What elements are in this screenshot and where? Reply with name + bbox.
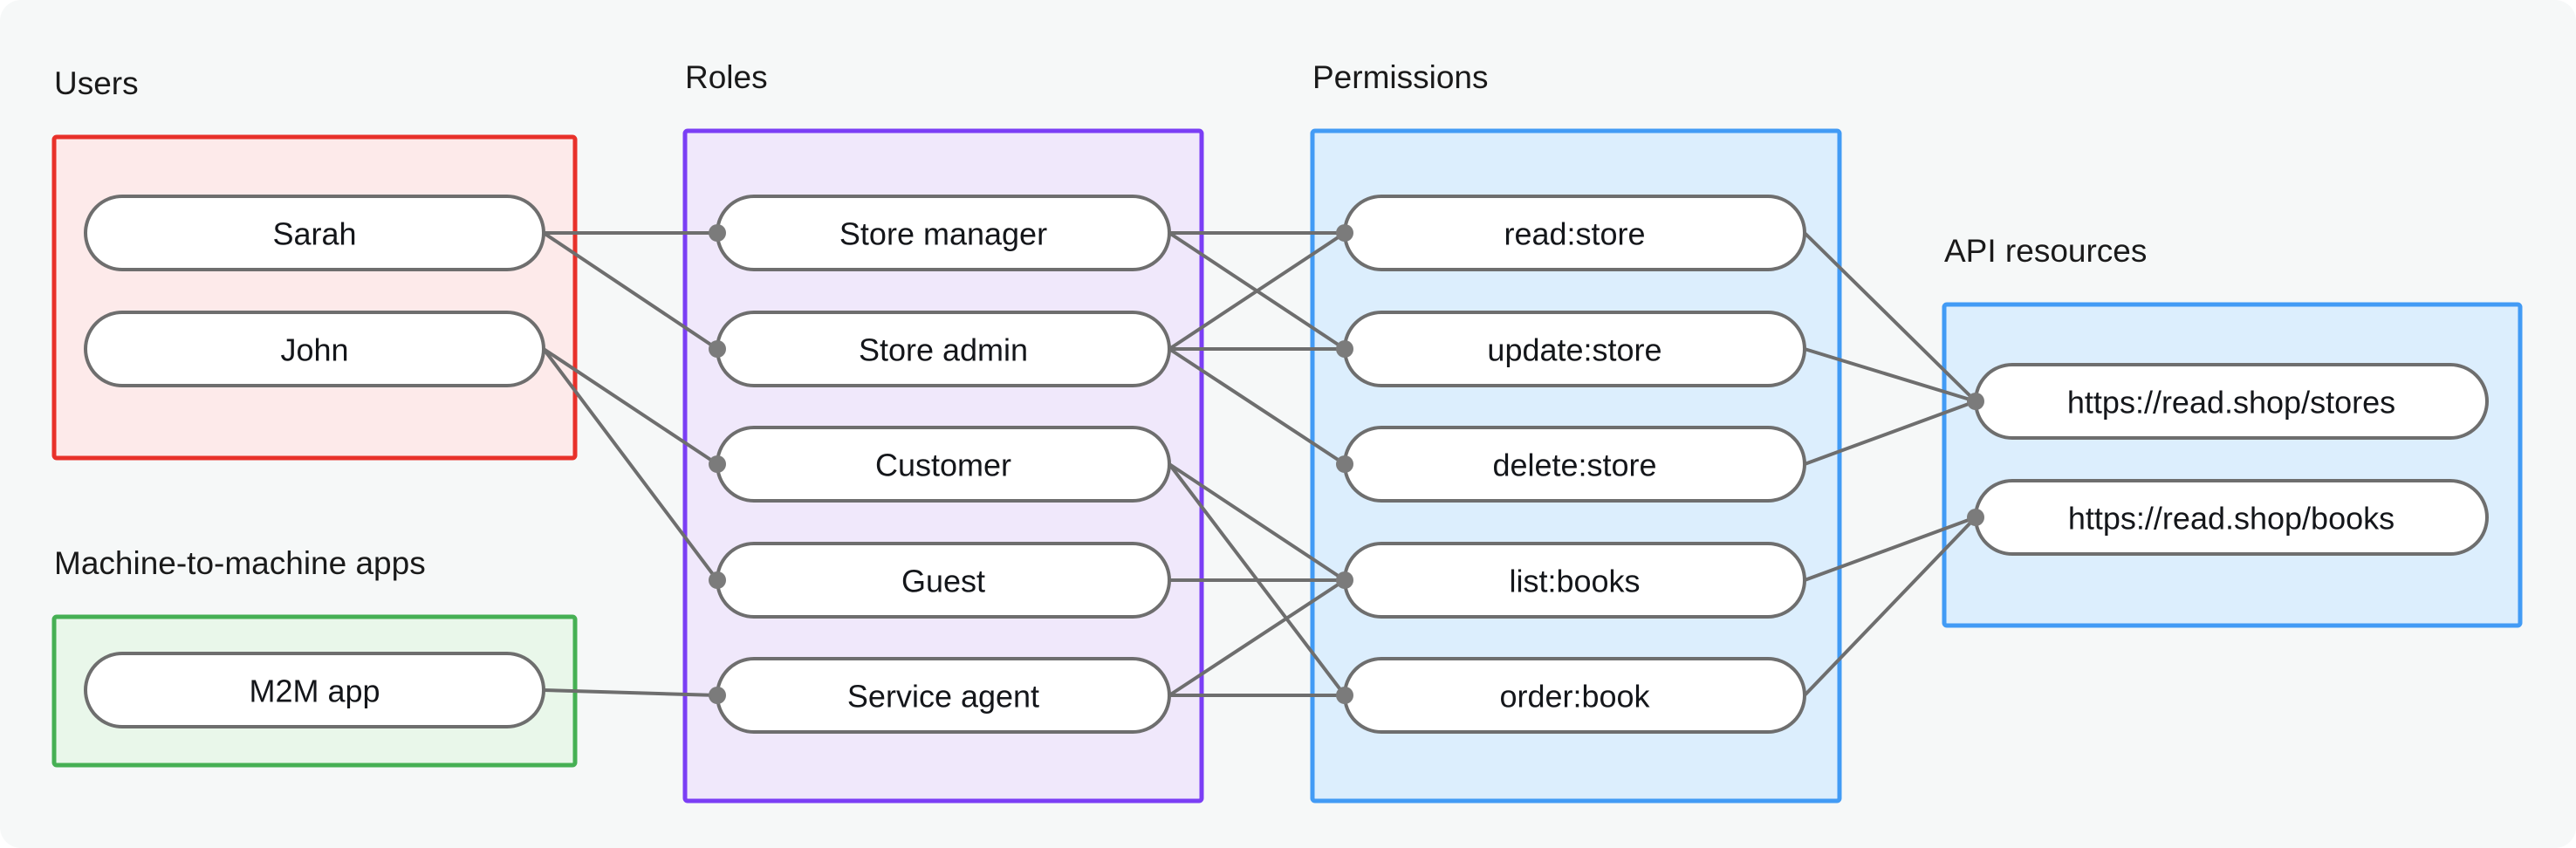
edge-sarah-to-store-admin: [542, 231, 719, 351]
port-dot-store-manager: [709, 224, 726, 242]
port-dot-list-books: [1336, 571, 1353, 589]
edge-john-to-guest: [542, 347, 719, 582]
node-label-store-manager: Store manager: [839, 216, 1047, 252]
edge-list-books-to-read-shop-books: [1804, 516, 1977, 582]
group-box-api-resources: [1942, 302, 2523, 628]
group-title-users: Users: [54, 65, 139, 101]
node-label-list-books: list:books: [1509, 564, 1640, 599]
edge-store-admin-to-delete-store: [1168, 347, 1346, 466]
port-dot-read-shop-stores: [1967, 393, 1984, 410]
node-label-read-shop-books: https://read.shop/books: [2068, 501, 2394, 537]
port-dot-service-agent: [709, 687, 726, 704]
node-m2m-app[interactable]: [84, 652, 545, 728]
edge-layer: [542, 231, 1977, 697]
edge-read-store-to-read-shop-stores: [1803, 231, 1977, 403]
edge-order-book-to-read-shop-books: [1803, 516, 1977, 697]
port-dot-guest: [709, 571, 726, 589]
port-dot-read-shop-books: [1967, 509, 1984, 526]
node-label-delete-store: delete:store: [1492, 448, 1656, 483]
port-dot-read-store: [1336, 224, 1353, 242]
port-dot-store-admin: [709, 340, 726, 358]
node-label-order-book: order:book: [1499, 679, 1650, 715]
node-label-guest: Guest: [901, 564, 985, 599]
node-label-read-store: read:store: [1504, 216, 1645, 252]
edge-m2m-app-to-service-agent: [543, 688, 718, 697]
port-layer: [709, 224, 1984, 704]
group-title-m2m: Machine-to-machine apps: [54, 545, 426, 581]
node-label-update-store: update:store: [1487, 332, 1661, 368]
node-label-john: John: [280, 332, 348, 368]
edge-update-store-to-read-shop-stores: [1804, 347, 1977, 403]
group-title-api-resources: API resources: [1944, 233, 2147, 269]
node-label-store-admin: Store admin: [859, 332, 1028, 368]
edge-delete-store-to-read-shop-stores: [1804, 400, 1977, 466]
edge-service-agent-to-list-books: [1168, 578, 1346, 697]
node-label-m2m-app: M2M app: [249, 674, 380, 709]
edge-john-to-customer: [542, 347, 719, 466]
group-title-permissions: Permissions: [1312, 59, 1489, 95]
node-sarah[interactable]: [84, 195, 545, 271]
edge-store-admin-to-read-store: [1168, 231, 1346, 351]
edge-customer-to-list-books: [1168, 462, 1346, 582]
group-box-users: [51, 134, 578, 461]
node-label-customer: Customer: [875, 448, 1011, 483]
port-dot-delete-store: [1336, 455, 1353, 473]
group-title-roles: Roles: [685, 59, 768, 95]
node-john[interactable]: [84, 311, 545, 387]
node-label-read-shop-stores: https://read.shop/stores: [2067, 385, 2395, 421]
node-label-service-agent: Service agent: [847, 679, 1039, 715]
node-label-sarah: Sarah: [272, 216, 356, 252]
port-dot-update-store: [1336, 340, 1353, 358]
port-dot-order-book: [1336, 687, 1353, 704]
port-dot-customer: [709, 455, 726, 473]
